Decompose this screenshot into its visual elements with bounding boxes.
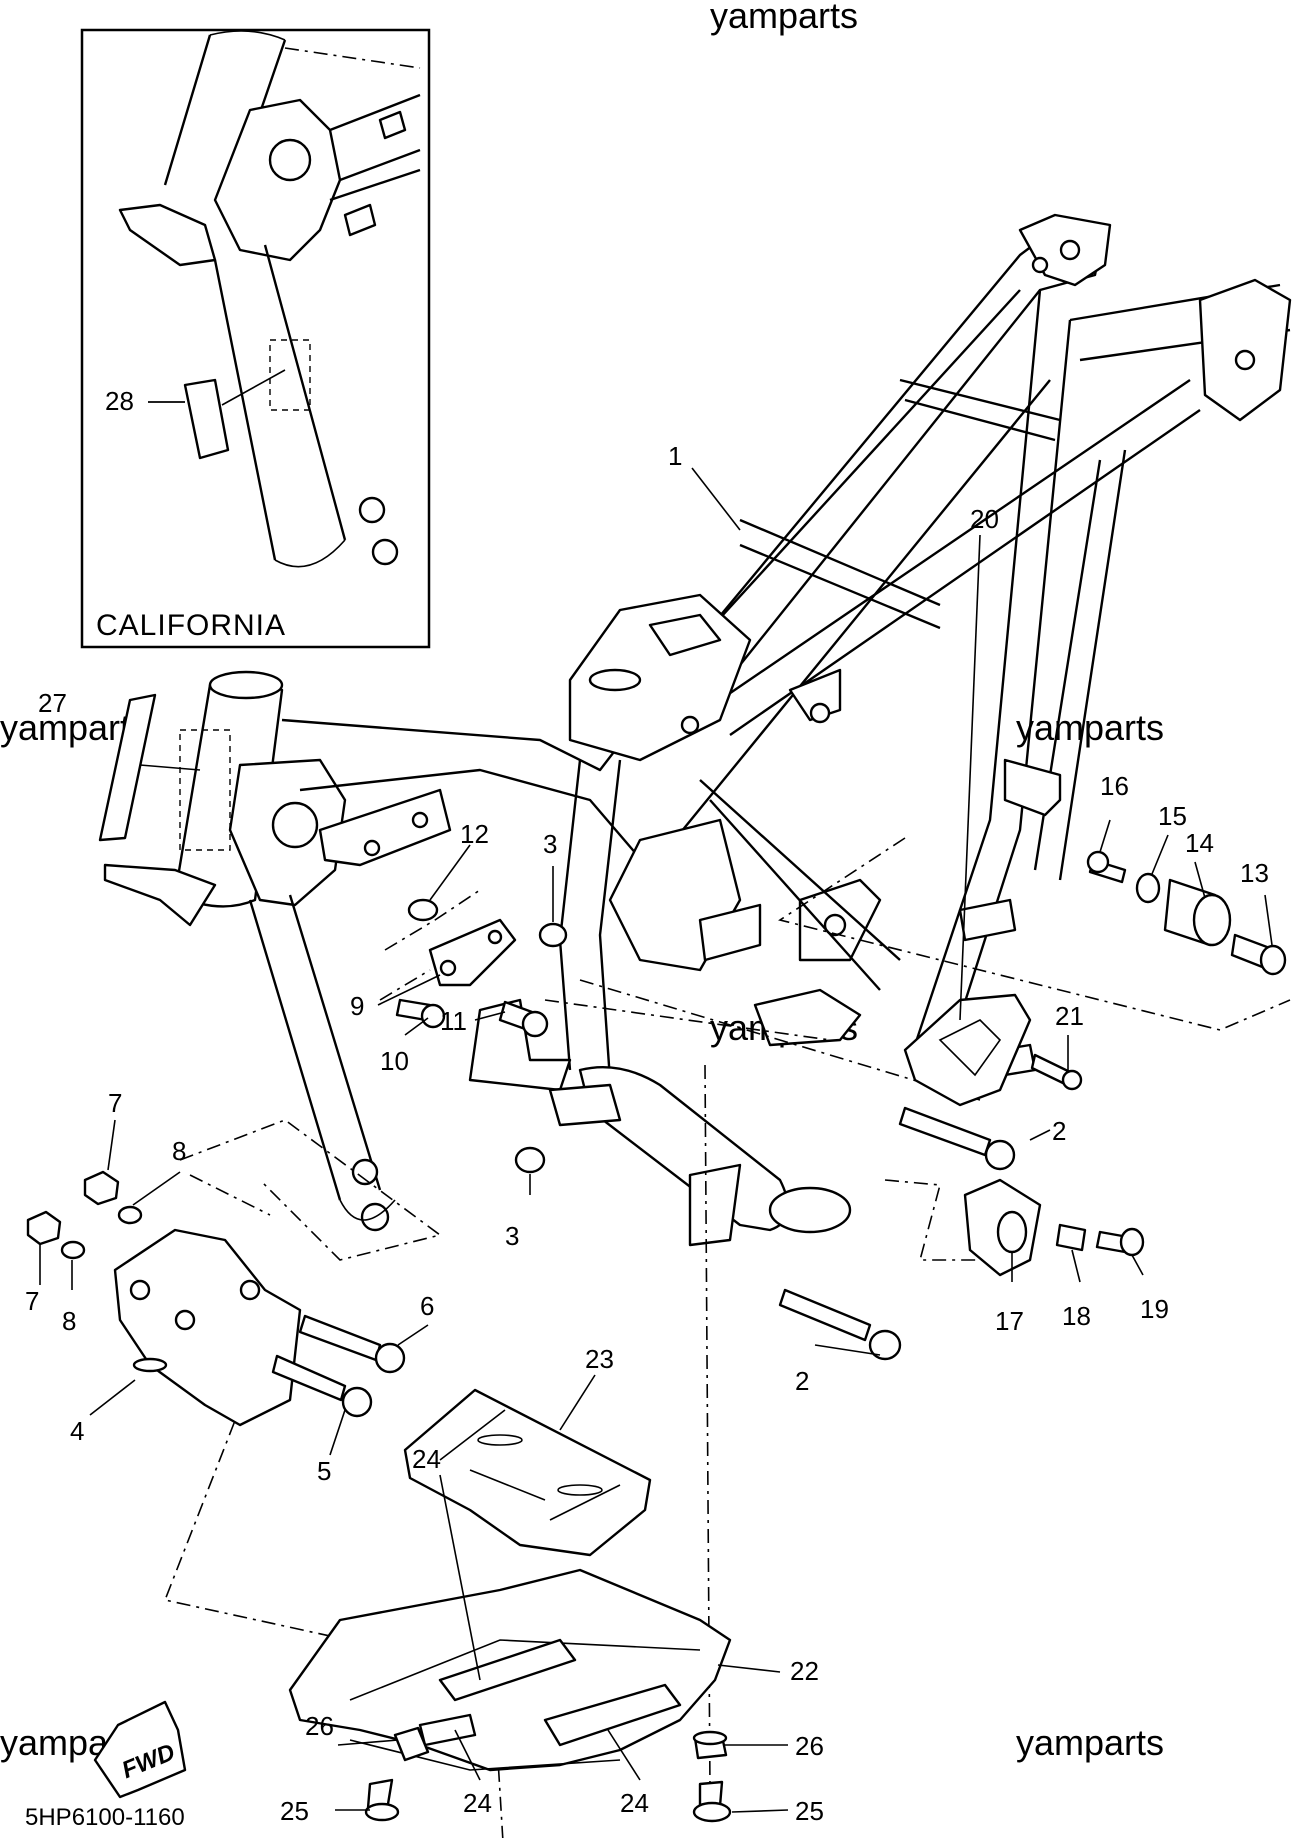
callout-4: 4 bbox=[70, 1416, 84, 1446]
callout-12: 12 bbox=[460, 819, 489, 849]
callout-19: 19 bbox=[1140, 1294, 1169, 1324]
callout-2: 2 bbox=[795, 1366, 809, 1396]
part-2-bolt bbox=[778, 1288, 872, 1342]
callout-10: 10 bbox=[380, 1046, 409, 1076]
callout-15: 15 bbox=[1158, 801, 1187, 831]
part-8-washer bbox=[60, 1240, 86, 1260]
callout-5: 5 bbox=[317, 1456, 331, 1486]
callout-24: 24 bbox=[412, 1444, 441, 1474]
callout-25: 25 bbox=[280, 1796, 309, 1826]
part-2-bolt bbox=[898, 1106, 992, 1157]
part-6-bolt bbox=[298, 1314, 382, 1362]
callout-27: 27 bbox=[38, 688, 67, 718]
callout-11: 11 bbox=[440, 1006, 467, 1036]
callout-16: 16 bbox=[1100, 771, 1129, 801]
part-12-collar bbox=[407, 898, 439, 922]
callout-8: 8 bbox=[172, 1136, 186, 1166]
callout-20: 20 bbox=[970, 504, 999, 534]
part-20-bracket bbox=[903, 993, 1032, 1107]
part-5-bolt bbox=[271, 1354, 347, 1402]
callout-28: 28 bbox=[105, 386, 134, 416]
callout-13: 13 bbox=[1240, 858, 1269, 888]
callout-22: 22 bbox=[790, 1656, 819, 1686]
callout-2: 2 bbox=[1052, 1116, 1066, 1146]
part-4-bracket bbox=[113, 1228, 302, 1427]
watermark: yamparts bbox=[1016, 1722, 1164, 1763]
hardware: FWD bbox=[26, 850, 1287, 1823]
callout-14: 14 bbox=[1185, 828, 1214, 858]
part-9-plate bbox=[428, 918, 517, 987]
callout-24: 24 bbox=[620, 1788, 649, 1818]
callout-1: 1 bbox=[668, 441, 682, 471]
watermark: yamparts bbox=[710, 0, 858, 36]
callout-18: 18 bbox=[1062, 1301, 1091, 1331]
part-26-nut bbox=[393, 1726, 430, 1762]
part-15-washer bbox=[1135, 872, 1161, 904]
callout-7: 7 bbox=[25, 1286, 39, 1316]
callout-3: 3 bbox=[505, 1221, 519, 1251]
part-23-plate bbox=[403, 1388, 652, 1557]
inset-frame bbox=[80, 28, 431, 649]
callout-7: 7 bbox=[108, 1088, 122, 1118]
inset-title: CALIFORNIA bbox=[96, 609, 286, 642]
part-18-collar bbox=[1055, 1223, 1087, 1252]
part-3-collar bbox=[514, 1146, 546, 1174]
frame-assembly bbox=[98, 213, 1292, 1247]
part-8-washer bbox=[117, 1205, 143, 1225]
callout-24: 24 bbox=[463, 1788, 492, 1818]
callout-3: 3 bbox=[543, 829, 557, 859]
part-3-collar bbox=[538, 922, 568, 948]
callout-17: 17 bbox=[995, 1306, 1024, 1336]
callout-26: 26 bbox=[305, 1711, 334, 1741]
callout-21: 21 bbox=[1055, 1001, 1084, 1031]
fwd-arrow-icon: FWD bbox=[93, 1700, 187, 1799]
callout-leaders bbox=[39, 401, 1273, 1813]
part-24-pad bbox=[543, 1683, 682, 1747]
callout-9: 9 bbox=[350, 991, 364, 1021]
callout-8: 8 bbox=[62, 1306, 76, 1336]
part-7-nut bbox=[26, 1210, 62, 1246]
callout-26: 26 bbox=[795, 1731, 824, 1761]
diagram-code: 5HP6100-1160 bbox=[25, 1804, 185, 1831]
callout-23: 23 bbox=[585, 1344, 614, 1374]
part-7-nut bbox=[83, 1170, 120, 1206]
california-inset: CALIFORNIA bbox=[80, 28, 431, 649]
callout-25: 25 bbox=[795, 1796, 824, 1826]
watermark: yamparts bbox=[1016, 707, 1164, 748]
callout-numbers: 1 2 2 3 3 4 5 6 7 7 8 8 9 10 11 12 13 14… bbox=[25, 386, 1269, 1826]
part-24-pad bbox=[438, 1638, 577, 1702]
callout-6: 6 bbox=[420, 1291, 434, 1321]
